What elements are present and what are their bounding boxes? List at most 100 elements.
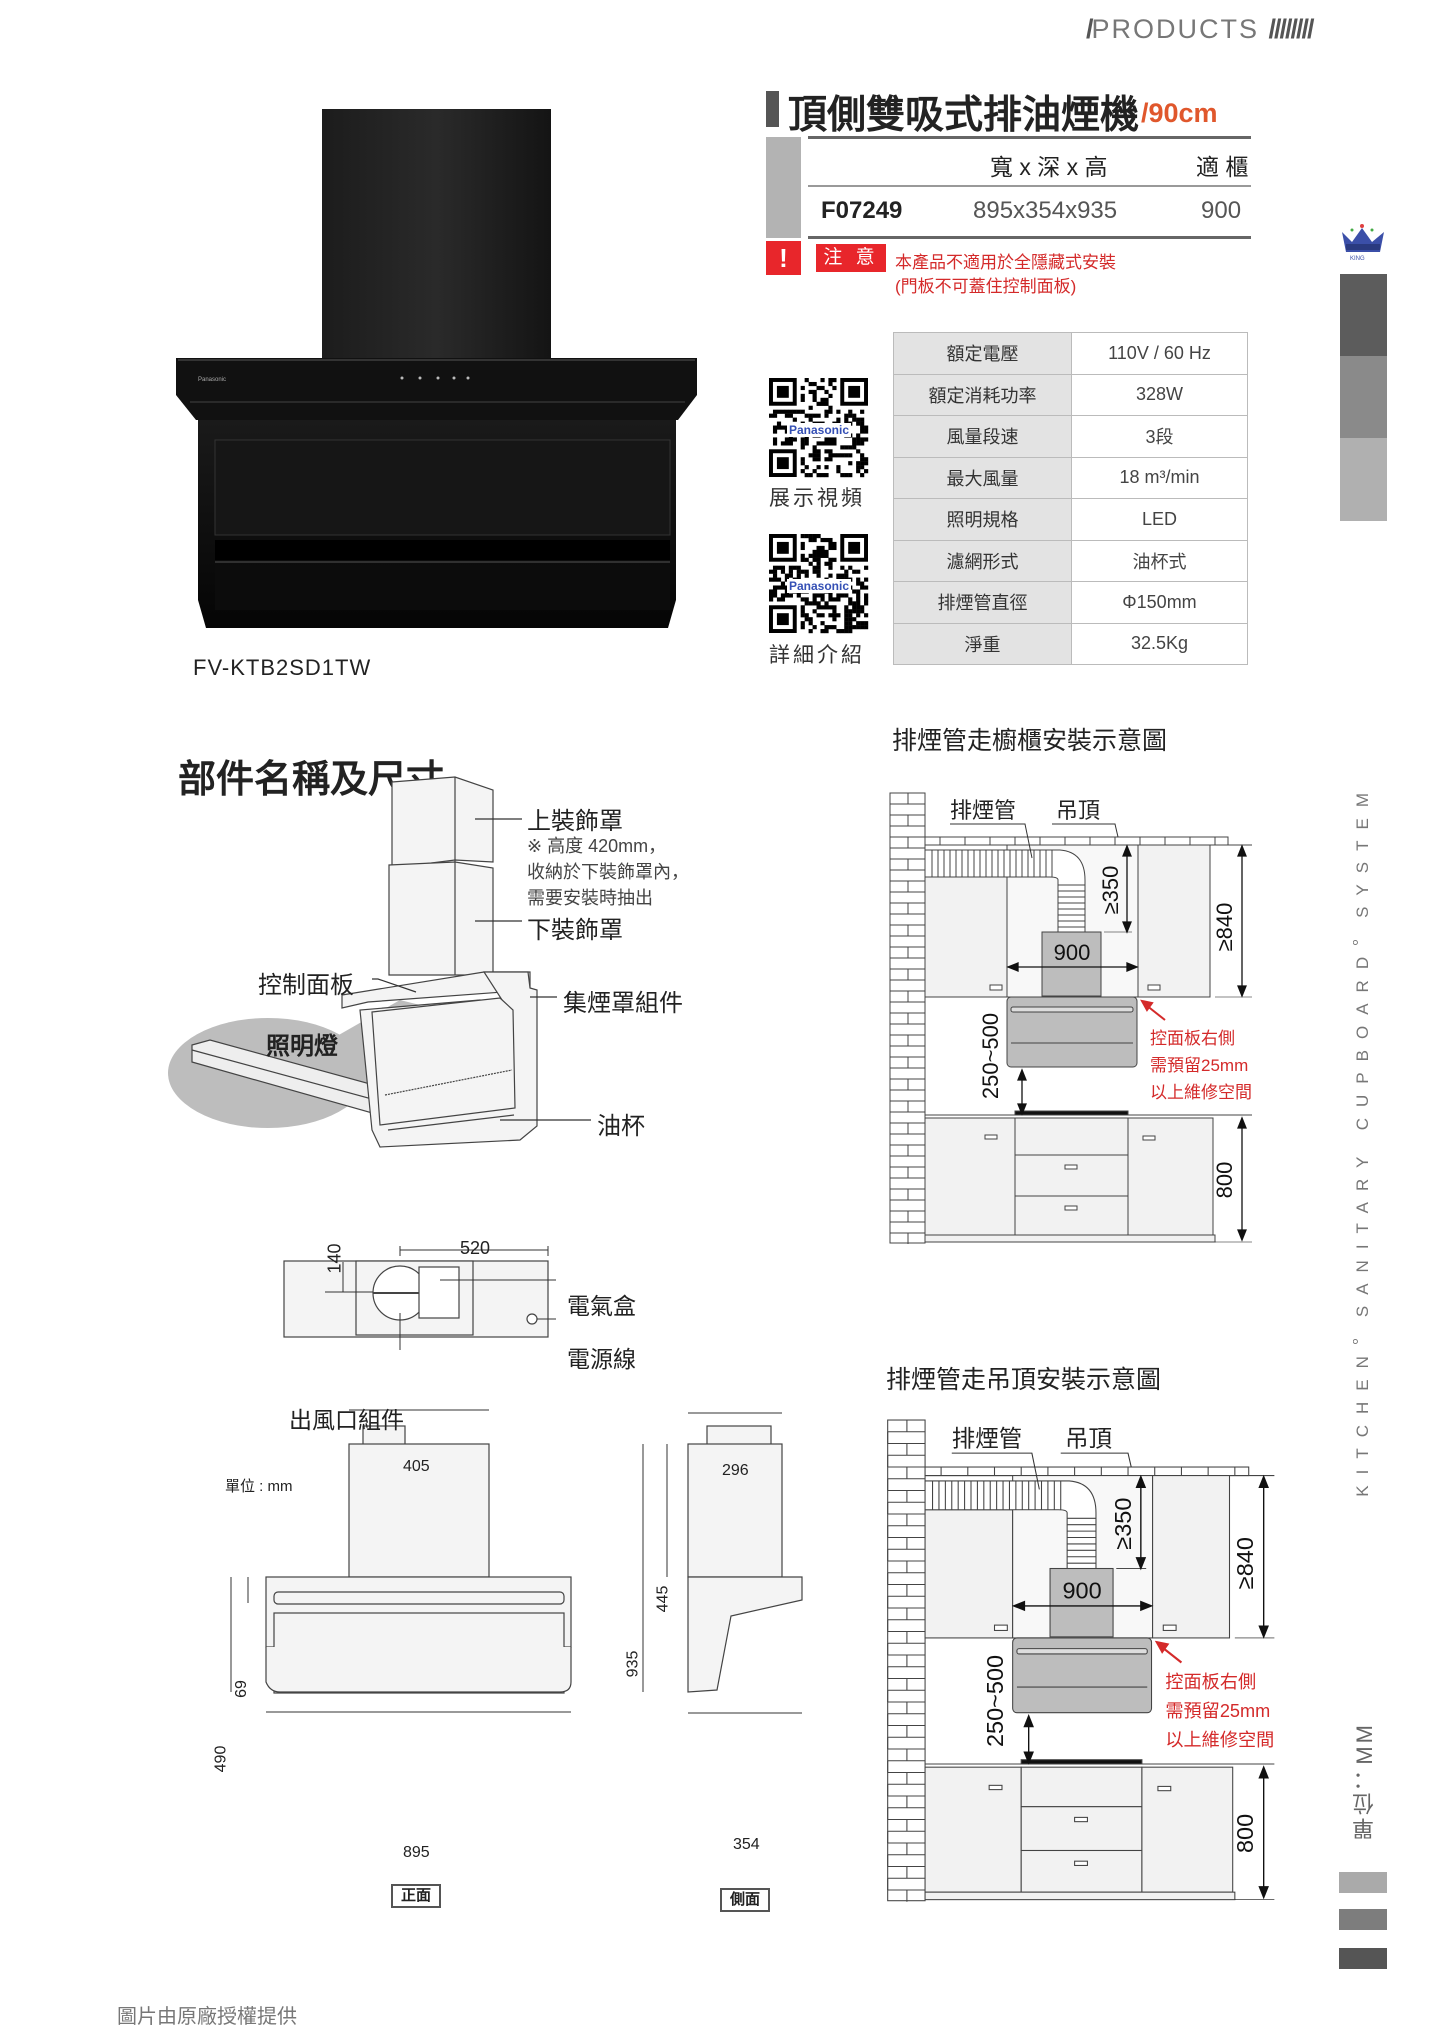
qr-detail-label: 詳細介紹: [769, 644, 865, 667]
label-ceiling: 吊頂: [1056, 798, 1100, 823]
label-electric-box: 電氣盒: [567, 1293, 636, 1319]
color-bar: [1340, 438, 1387, 521]
spec-value: 3段: [1071, 415, 1248, 458]
label-outlet-assembly: 出風口組件: [289, 1407, 404, 1433]
label-oil-cup: 油杯: [597, 1113, 645, 1140]
qr-code-video[interactable]: [769, 378, 869, 478]
notice-line: 本產品不適用於全隱藏式安裝: [895, 253, 1116, 272]
label-light: 照明燈: [266, 1033, 338, 1060]
dim-840: ≥840: [1232, 1537, 1258, 1589]
brand-mark: Panasonic: [198, 377, 226, 383]
dim-405: 405: [403, 1458, 430, 1475]
warning-text: 控面板右側: [1165, 1672, 1256, 1692]
dimension-drawings: [230, 1246, 803, 1714]
product-title: 頂側雙吸式排油煙機: [788, 94, 1140, 137]
dim-895: 895: [403, 1844, 430, 1861]
color-bar: [1340, 274, 1387, 356]
warning-text: 需預留25mm: [1150, 1056, 1248, 1075]
product-code: F07249: [821, 197, 903, 224]
dim-800: 800: [1232, 1814, 1258, 1853]
spec-value: 110V / 60 Hz: [1071, 332, 1248, 375]
label-upper-cover: 上裝飾罩: [527, 808, 623, 835]
dim-350: ≥350: [1110, 1498, 1136, 1550]
qr-code-detail[interactable]: [769, 534, 869, 634]
label-power-cord: 電源線: [567, 1346, 636, 1372]
spec-key: 額定消耗功率: [893, 373, 1072, 416]
dim-354: 354: [733, 1836, 760, 1853]
divider: [808, 236, 1251, 239]
spec-key: 額定電壓: [893, 332, 1072, 375]
product-cabinet: 900: [1201, 197, 1242, 224]
dim-250-500: 250~500: [978, 1013, 1003, 1099]
install-title-ceiling: 排煙管走吊頂安裝示意圖: [886, 1366, 1162, 1394]
footer-credit: 圖片由原廠授權提供: [117, 2006, 297, 2028]
spec-value: LED: [1071, 498, 1248, 541]
spec-key: 最大風量: [893, 456, 1072, 499]
dim-800: 800: [1212, 1162, 1237, 1199]
install-title-cabinet: 排煙管走櫥櫃安裝示意圖: [892, 727, 1168, 755]
title-marker: [766, 91, 779, 127]
table-side-bar: [766, 137, 801, 238]
dim-840: ≥840: [1212, 903, 1237, 952]
warning-text: 控面板右側: [1150, 1029, 1235, 1048]
dim-296: 296: [722, 1462, 749, 1479]
spec-key: 淨重: [893, 622, 1072, 665]
dim-69: 69: [232, 1680, 250, 1698]
spec-key: 排煙管直徑: [893, 581, 1072, 624]
warning-text: 以上維修空間: [1150, 1083, 1252, 1102]
dim-445: 445: [654, 1585, 672, 1613]
upper-cover-note: 收納於下裝飾罩內，: [527, 862, 689, 882]
control-buttons-icon: [400, 376, 470, 380]
product-photo: Panasonic: [176, 109, 697, 628]
color-bar: [1339, 1948, 1387, 1969]
notice-line: (門板不可蓋住控制面板): [895, 277, 1077, 296]
spec-key: 濾網形式: [893, 539, 1072, 582]
parts-diagram: [168, 776, 591, 1148]
model-number: FV-KTB2SD1TW: [193, 655, 372, 680]
color-bar: [1339, 1872, 1387, 1893]
spec-key: 照明規格: [893, 498, 1072, 541]
upper-cover-note: ※ 高度 420mm，: [527, 836, 667, 856]
header-cabinet: 適 櫃: [1196, 154, 1249, 180]
king-logo: KING: [1342, 224, 1384, 262]
divider: [808, 185, 1251, 187]
qr-logo: Panasonic: [787, 579, 852, 593]
upper-cover-note: 需要安裝時抽出: [527, 888, 653, 908]
vertical-slogan: KITCHEN。SANITARY CUPBOARD。SYSTEM: [1353, 782, 1372, 1497]
color-bar: [1339, 1909, 1387, 1930]
logo-text: KING: [1350, 256, 1365, 262]
section-header: /PRODUCTS ////////: [1086, 14, 1315, 44]
label-hood-assembly: 集煙罩組件: [563, 990, 683, 1017]
side-view-tag: 側面: [720, 1888, 770, 1912]
color-bar: [1340, 356, 1387, 438]
dim-520: 520: [460, 1238, 491, 1258]
dim-350: ≥350: [1098, 866, 1123, 915]
dim-490: 490: [212, 1745, 230, 1773]
qr-video-label: 展示視頻: [769, 487, 865, 510]
label-lower-cover: 下裝飾罩: [527, 917, 623, 944]
product-dimensions: 895x354x935: [973, 197, 1118, 224]
spec-value: 32.5Kg: [1071, 622, 1248, 665]
front-view-tag: 正面: [391, 1884, 441, 1908]
divider: [808, 136, 1251, 139]
section-label: PRODUCTS: [1091, 14, 1260, 44]
product-size: /90cm: [1141, 98, 1218, 128]
dim-250-500: 250~500: [982, 1655, 1008, 1747]
install-diagram-ceiling: 排煙管吊頂900≥350≥840250~500800控面板右側需預留25mm以上…: [887, 1419, 1275, 1902]
dim-900: 900: [1062, 1577, 1101, 1603]
spec-key: 風量段速: [893, 415, 1072, 458]
unit-note: 單位 : mm: [225, 1478, 293, 1495]
label-duct: 排煙管: [952, 1426, 1023, 1452]
spec-value: Φ150mm: [1071, 581, 1248, 624]
header-dimensions: 寬 x 深 x 高: [990, 154, 1108, 180]
dim-935: 935: [624, 1650, 642, 1678]
warning-text: 以上維修空間: [1165, 1730, 1274, 1750]
